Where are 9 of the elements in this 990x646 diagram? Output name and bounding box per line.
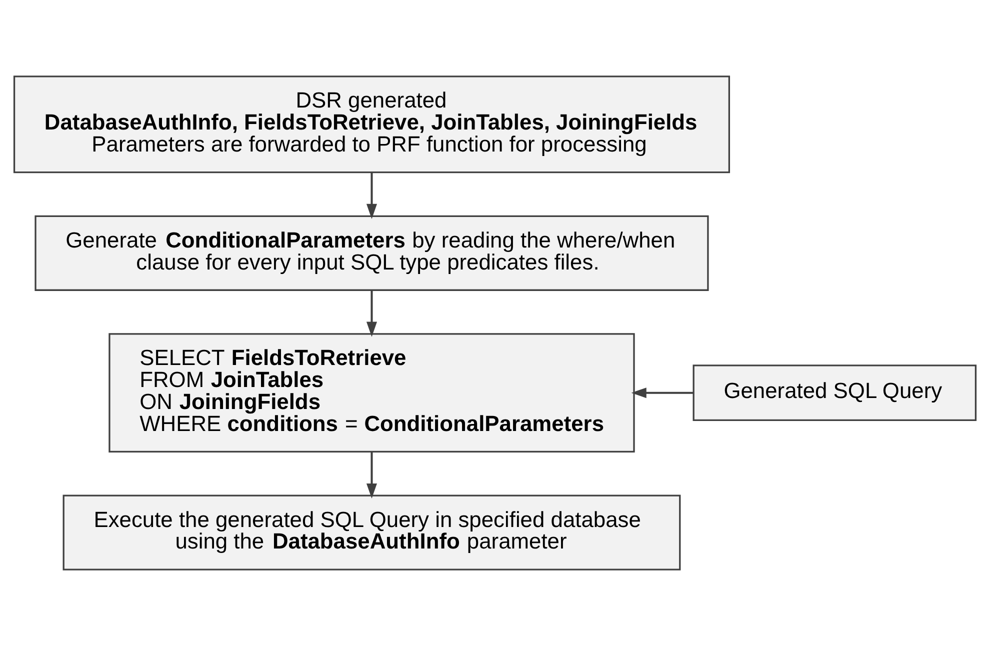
node-box: Generated SQL Query: [692, 364, 977, 422]
node-box: DSR generated DatabaseAuthInfo, FieldsToRetrieve, JoinTables, JoiningFields Parameters are forwarded to PRF function for processing: [13, 76, 730, 174]
arrow: [366, 452, 378, 499]
node-box: Execute the generated SQL Query in specified database using the DatabaseAuthInfo parameter: [62, 494, 681, 570]
arrow: [631, 388, 694, 398]
arrow: [366, 290, 378, 337]
arrow: [366, 172, 378, 219]
node-box: Generate ConditionalParameters by reading the where/when clause for every input SQL type predicates files.: [34, 215, 709, 291]
node-box: SELECT FieldsToRetrieve FROM JoinTables ON JoiningFields WHERE conditions = ConditionalParameters: [108, 333, 635, 453]
